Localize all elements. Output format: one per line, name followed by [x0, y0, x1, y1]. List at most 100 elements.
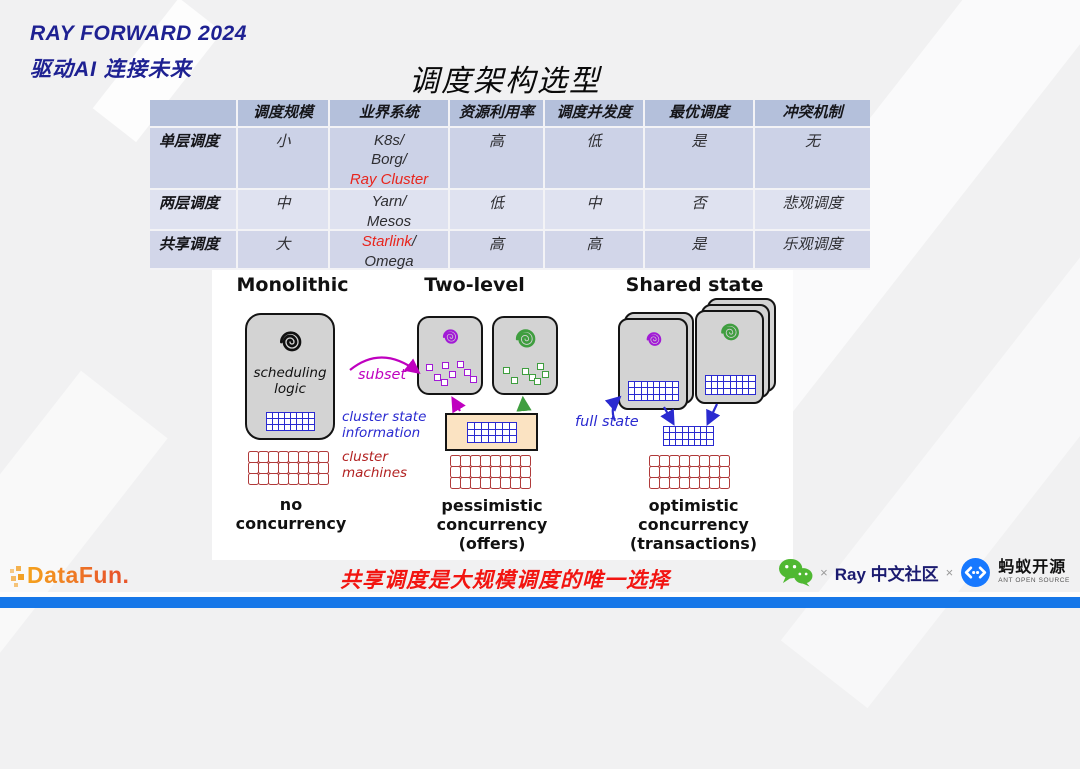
monolithic-scheduler-box: scheduling logic	[245, 313, 335, 440]
resource-cube	[464, 369, 471, 376]
grid-cell	[520, 477, 531, 490]
cluster-machines-grid	[450, 455, 531, 490]
shared-state-scheduler-stack-a	[618, 312, 694, 410]
shared-state-box	[618, 318, 688, 410]
ant-subtitle: ANT OPEN SOURCE	[998, 576, 1070, 584]
datafun-wordmark: DataFun.	[27, 562, 130, 588]
scheduler-spiral-icon	[515, 329, 536, 348]
event-logo-slogan: 驱动AI 连接未来	[30, 58, 192, 81]
grid-cell	[706, 438, 714, 447]
table-header-conflict: 冲突机制	[755, 100, 870, 128]
system-name: Yarn/	[371, 193, 407, 210]
table-header-scale: 调度规模	[238, 100, 330, 128]
resource-cube	[457, 361, 464, 368]
grid-cell	[719, 477, 730, 490]
resource-cube	[537, 363, 544, 370]
system-name-highlight: Starlink	[361, 233, 412, 250]
table-header-concurrency: 调度并发度	[545, 100, 645, 128]
scheduler-comparison-table: 调度规模 业界系统 资源利用率 调度并发度 最优调度 冲突机制 单层调度 小 K…	[150, 100, 870, 270]
caption-no-concurrency: no concurrency	[222, 495, 360, 534]
caption-pessimistic-concurrency: pessimistic concurrency (offers)	[413, 496, 571, 554]
scheduling-logic-line: scheduling	[253, 365, 327, 381]
scheduling-logic-label: scheduling logic	[253, 365, 326, 397]
table-cell: 小	[238, 128, 330, 190]
resource-cube	[434, 374, 441, 381]
scheduler-spiral-icon	[721, 323, 739, 341]
table-cell: 中	[545, 190, 645, 231]
table-cell: 是	[645, 231, 755, 270]
footer-divider	[0, 592, 1080, 597]
separator: ×	[820, 564, 828, 580]
subset-label: subset	[358, 367, 407, 383]
resource-cube	[470, 376, 477, 383]
grid-cell	[748, 387, 756, 396]
resource-offer-box	[445, 413, 538, 451]
caption-line: concurrency	[436, 514, 548, 534]
label-line: machines	[342, 464, 408, 481]
ant-open-source-icon	[961, 557, 991, 587]
table-cell: 高	[450, 231, 545, 270]
system-name: K8s/	[373, 131, 404, 149]
table-cell-systems: Starlink/ Omega	[330, 231, 450, 270]
resource-cube	[449, 371, 456, 378]
table-cell: 否	[645, 190, 755, 231]
shared-cluster-state-grid	[663, 426, 714, 447]
label-line: cluster	[342, 449, 388, 465]
shared-state-scheduler-stack-b	[695, 298, 776, 404]
caption-line: concurrency	[235, 513, 347, 533]
scheduler-spiral-icon	[442, 329, 459, 344]
cluster-state-grid	[266, 412, 315, 432]
caption-line: no	[279, 495, 303, 514]
caption-optimistic-concurrency: optimistic concurrency (transactions)	[606, 496, 781, 554]
caption-line: optimistic	[648, 496, 739, 515]
slide: RAY FORWARD 2024 驱动AI 连接未来 调度架构选型 调度规模 业…	[0, 0, 1080, 608]
system-name: Starlink/	[362, 232, 416, 252]
table-cell: 乐观调度	[755, 231, 870, 270]
cluster-machines-label: cluster machines	[342, 449, 408, 481]
table-header-corner	[150, 100, 238, 128]
ant-open-source-wordmark: 蚂蚁开源 ANT OPEN SOURCE	[998, 559, 1070, 585]
resource-cube	[542, 371, 549, 378]
datafun-logo: DataFun.	[10, 562, 129, 589]
grid-cell	[307, 424, 315, 432]
resource-cube	[441, 379, 448, 386]
event-logo-title: RAY FORWARD 2024	[30, 22, 247, 45]
cluster-state-grid	[704, 375, 756, 396]
label-line: cluster state	[342, 409, 427, 425]
scheduler-spiral-icon	[280, 331, 302, 352]
resource-cube	[503, 367, 510, 374]
wechat-icon	[779, 558, 813, 587]
cluster-machines-grid	[649, 455, 730, 490]
sync-down-arrow	[706, 403, 721, 426]
table-cell: 低	[545, 128, 645, 190]
system-name: Omega	[364, 252, 414, 270]
grid-cell	[508, 435, 517, 444]
table-cell-systems: Yarn/ Mesos	[330, 190, 450, 231]
full-state-label: full state	[575, 414, 639, 430]
table-cell-systems: K8s/ Borg/ Ray Cluster	[330, 128, 450, 190]
system-name-suffix: /	[411, 233, 417, 250]
datafun-dots-icon	[10, 565, 26, 589]
system-name-highlight: Ray Cluster	[349, 170, 429, 188]
state-to-scheduler-arrow	[516, 395, 532, 412]
resource-cube	[511, 377, 518, 384]
system-name: Borg/	[371, 151, 407, 169]
caption-line: (transactions)	[629, 533, 758, 553]
table-cell: 是	[645, 128, 755, 190]
table-row-label: 共享调度	[150, 231, 238, 270]
key-takeaway: 共享调度是大规模调度的唯一选择	[340, 569, 670, 592]
cluster-state-information-label: cluster state information	[342, 409, 427, 441]
table-cell: 高	[450, 128, 545, 190]
table-cell: 中	[238, 190, 330, 231]
resource-cube	[534, 378, 541, 385]
cluster-state-grid	[628, 381, 680, 402]
diagram-heading-shared-state: Shared state	[625, 274, 764, 296]
event-logo: RAY FORWARD 2024 驱动AI 连接未来	[30, 22, 247, 83]
cluster-state-grid	[467, 421, 517, 444]
two-level-scheduler-box-b	[492, 316, 558, 395]
bottom-accent-bar	[0, 597, 1080, 608]
table-header-utilization: 资源利用率	[450, 100, 545, 128]
partner-logos: × Ray 中文社区 × 蚂蚁开源 ANT OPEN SOURCE	[778, 551, 1070, 593]
table-cell: 无	[755, 128, 870, 190]
table-header-systems: 业界系统	[330, 100, 450, 128]
